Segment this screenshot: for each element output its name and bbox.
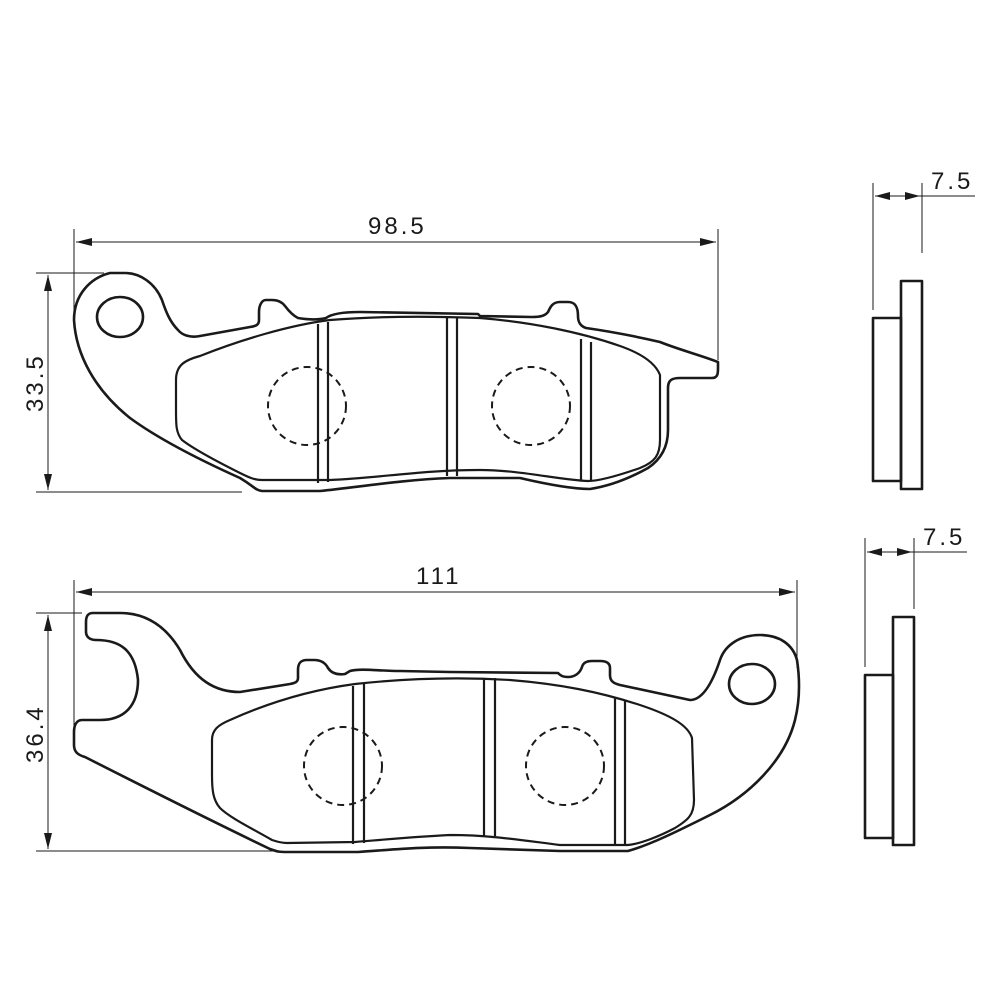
bottom-pad-side-backing [891, 615, 916, 847]
bottom-pad-friction-material [210, 677, 696, 847]
bottom-pad-side-view: 7.5 [863, 524, 967, 847]
top-pad-height-label: 33.5 [22, 353, 49, 412]
top-pad-piston-circle-right [491, 366, 571, 446]
bottom-pad-mounting-hole [727, 662, 777, 706]
top-pad-side-friction [871, 316, 903, 483]
top-pad-mounting-hole [95, 295, 145, 339]
top-pad-side-view: 7.5 [871, 168, 975, 491]
bottom-pad-height-dimension: 36.4 [22, 612, 276, 852]
top-pad-width-dimension: 98.5 [73, 213, 719, 360]
top-pad-piston-circle-left [267, 366, 347, 446]
bottom-pad-width-label: 111 [416, 563, 461, 590]
top-pad-friction-material [174, 315, 662, 483]
top-pad-thickness-label: 7.5 [931, 168, 973, 195]
top-pad-front-view [72, 271, 720, 493]
bottom-pad-thickness-label: 7.5 [923, 524, 965, 551]
bottom-pad-height-label: 36.4 [22, 704, 49, 763]
top-pad-height-dimension: 33.5 [22, 272, 242, 493]
bottom-pad-side-friction [863, 673, 895, 840]
top-pad-backing-plate [72, 271, 720, 493]
bottom-pad-width-dimension: 111 [73, 563, 798, 740]
top-pad-side-backing [899, 279, 924, 491]
bottom-pad-front-view [72, 611, 801, 854]
bottom-pad-piston-circle-left [303, 726, 383, 806]
top-pad-width-label: 98.5 [368, 213, 427, 240]
bottom-pad-piston-circle-right [525, 726, 605, 806]
